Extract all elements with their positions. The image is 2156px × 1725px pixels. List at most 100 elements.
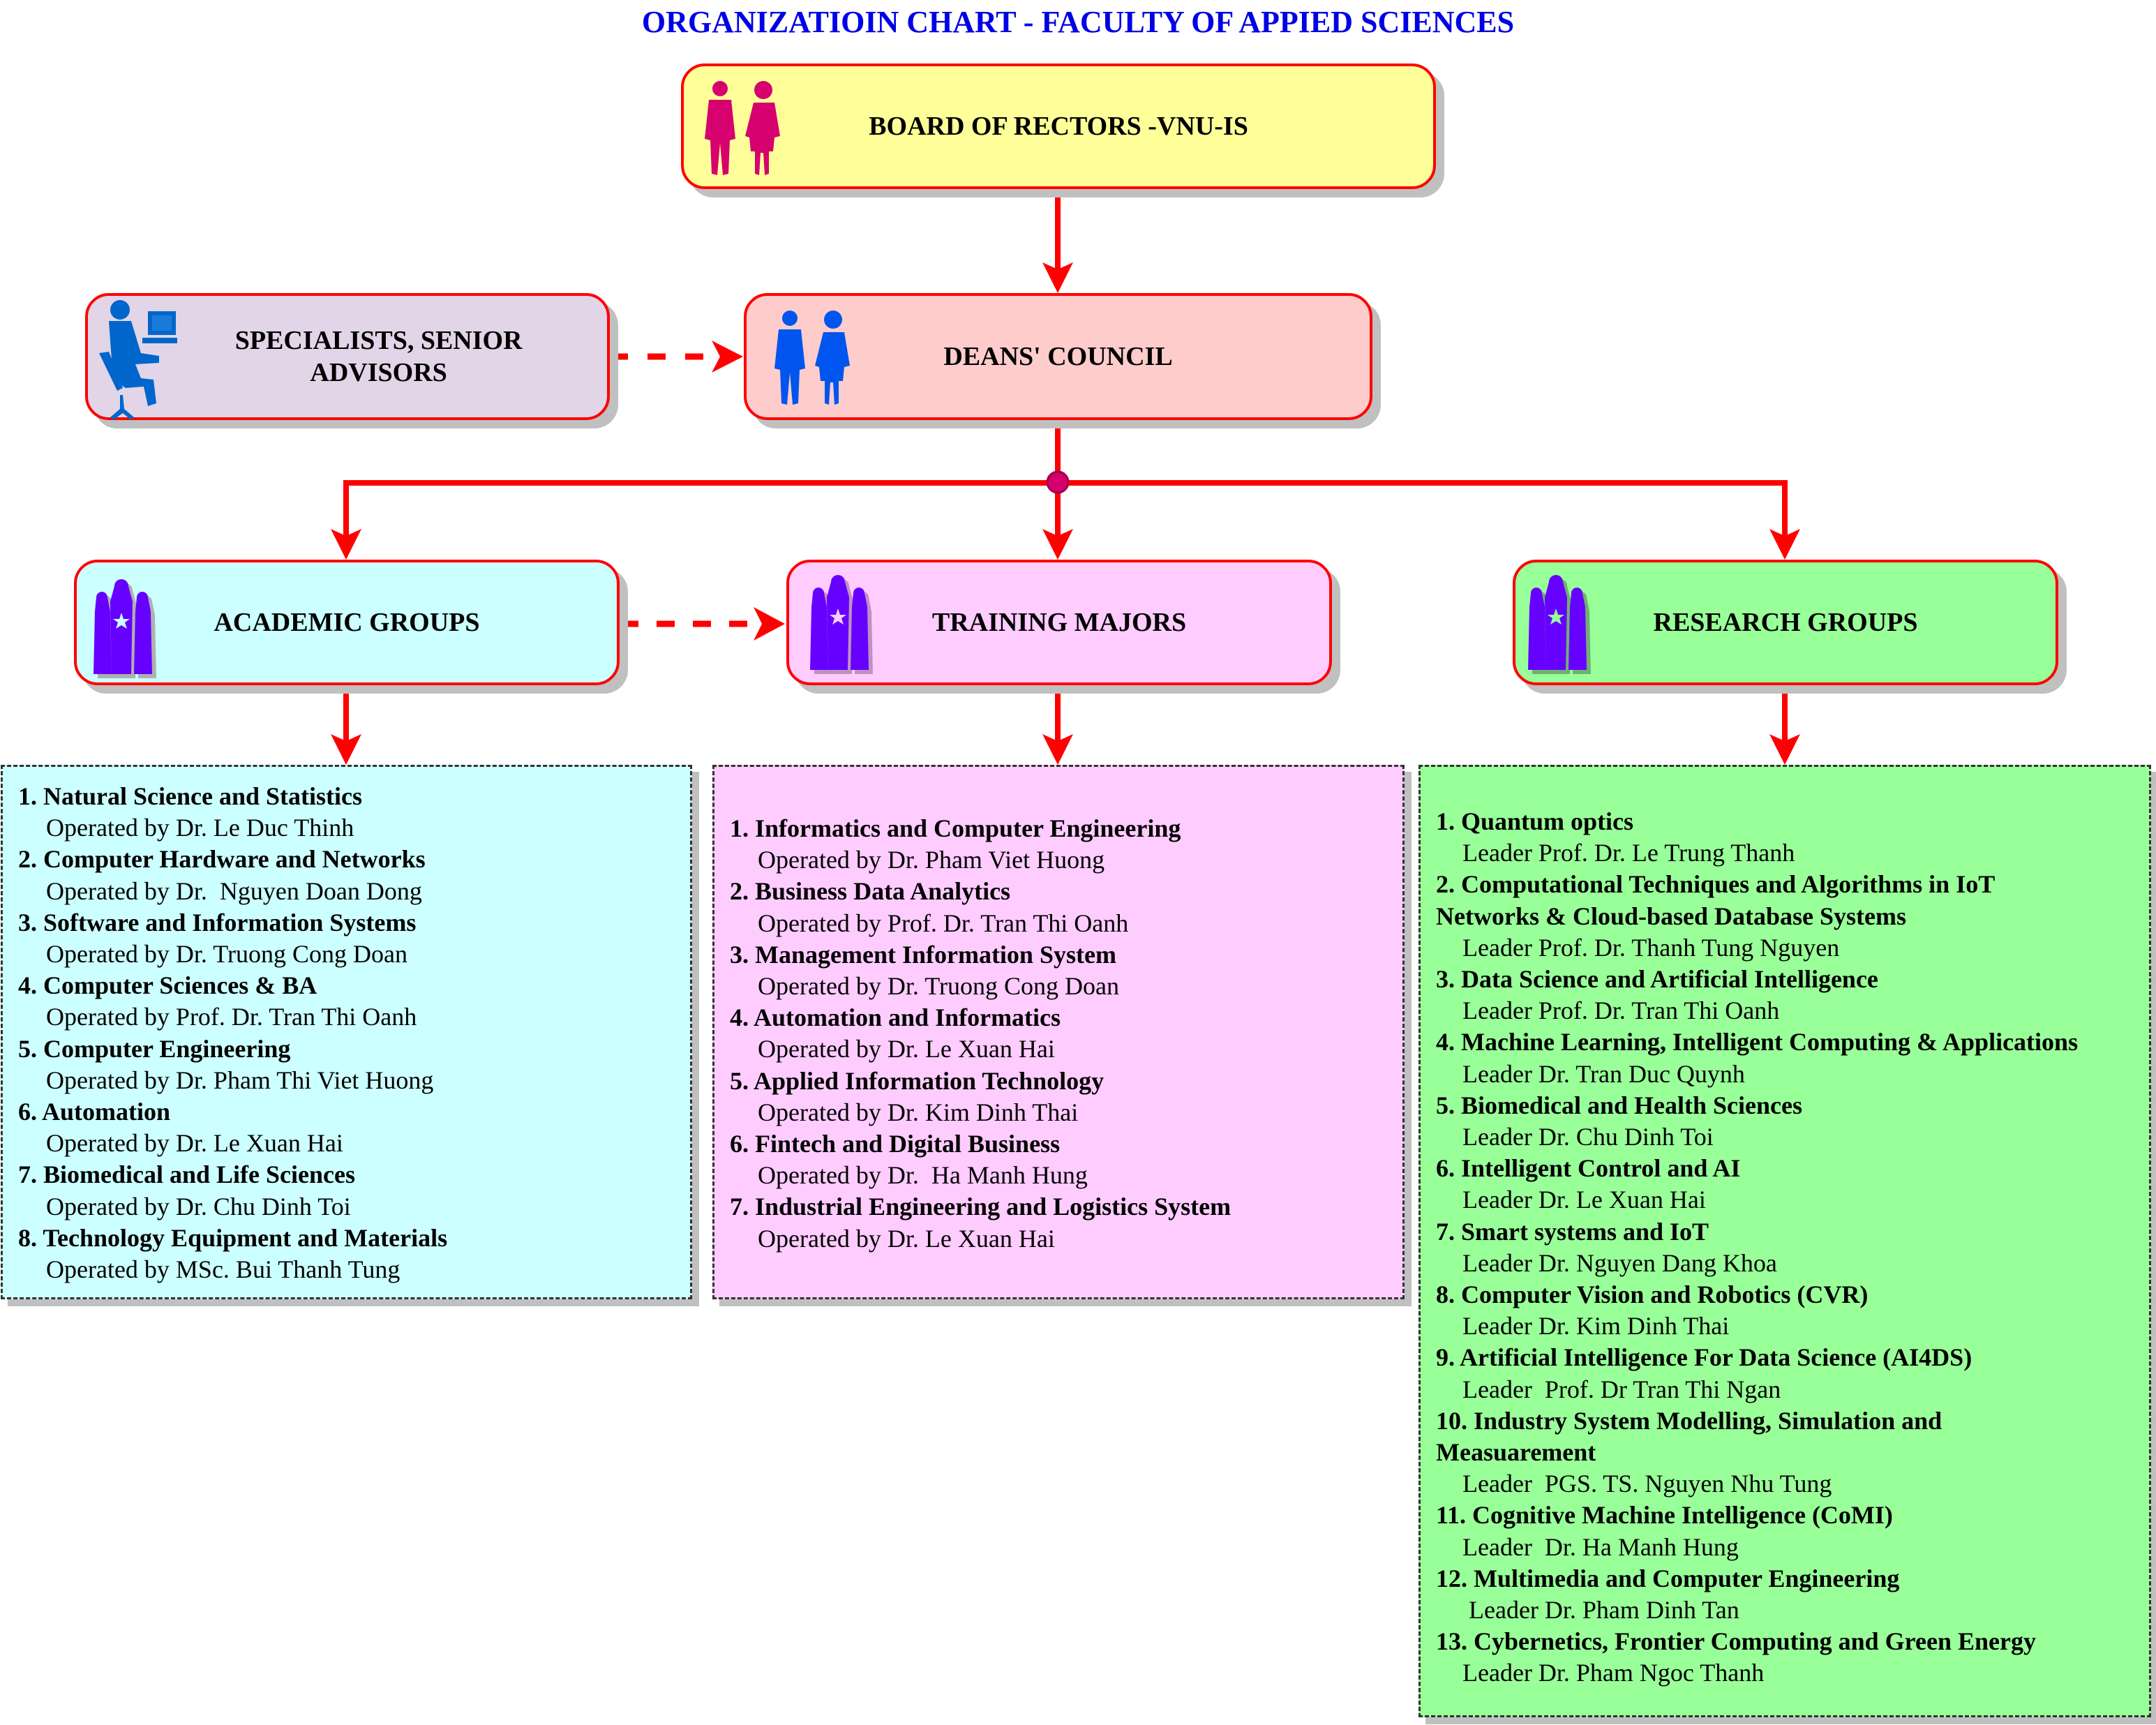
list-item-leader: Operated by Dr. Truong Cong Doan — [46, 940, 407, 969]
list-item-title: 9. Artificial Intelligence For Data Scie… — [1436, 1343, 1972, 1372]
list-item-title: 3. Data Science and Artificial Intellige… — [1436, 965, 1878, 994]
list-item: 6. Intelligent Control and AI Leader Dr. … — [1436, 1153, 2078, 1216]
list-item-leader: Operated by MSc. Bui Thanh Tung — [46, 1255, 400, 1284]
list-item-leader: Operated by Dr. Pham Viet Huong — [758, 846, 1105, 874]
executives-icon — [705, 81, 780, 175]
list-item: 2. Computational Techniques and Algorith… — [1436, 869, 2078, 964]
chart-title: ORGANIZATIOIN CHART - FACULTY OF APPIED … — [641, 5, 1515, 39]
list-item-leader: Leader Dr. Ha Manh Hung — [1462, 1532, 1739, 1561]
list-item-leader: Operated by Dr. Le Xuan Hai — [46, 1129, 343, 1158]
list-item-leader: Leader Dr. Nguyen Dang Khoa — [1462, 1248, 1777, 1277]
list-item: 7. Industrial Engineering and Logistics … — [730, 1191, 1231, 1254]
list-item-leader: Leader PGS. TS. Nguyen Nhu Tung — [1462, 1470, 1832, 1498]
arrowhead-training — [1042, 529, 1073, 560]
list-item-leader: Operated by Prof. Dr. Tran Thi Oanh — [46, 1003, 417, 1031]
arrowhead-deans — [1042, 262, 1073, 293]
list-item-title: 7. Smart systems and IoT — [1436, 1217, 1709, 1246]
node-label-line1: SPECIALISTS, SENIOR — [234, 326, 523, 355]
list-item-leader: Operated by Dr. Nguyen Doan Dong — [46, 876, 422, 905]
list-item-title: 13. Cybernetics, Frontier Computing and … — [1436, 1627, 2036, 1656]
arrowhead-academic-list — [331, 734, 361, 765]
node-research-groups[interactable]: RESEARCH GROUPS — [1513, 560, 2058, 685]
list-item-leader: Leader Dr. Tran Duc Quynh — [1462, 1059, 1745, 1088]
arrowhead-deans-dashed — [712, 341, 743, 373]
list-item-title: 4. Machine Learning, Intelligent Computi… — [1436, 1028, 2079, 1056]
list-item: 10. Industry System Modelling, Simulatio… — [1436, 1405, 2078, 1500]
node-label: ACADEMIC GROUPS — [214, 608, 480, 637]
list-item-title: 1. Quantum optics — [1436, 807, 1634, 835]
list-item: 11. Cognitive Machine Intelligence (CoMI… — [1436, 1500, 2078, 1562]
node-academic-groups[interactable]: ACADEMIC GROUPS — [74, 560, 620, 685]
list-item-leader: Operated by Dr. Pham Thi Viet Huong — [46, 1066, 434, 1094]
list-item-title: 6. Intelligent Control and AI — [1436, 1154, 1741, 1183]
list-item-leader: Operated by Dr. Le Xuan Hai — [758, 1035, 1055, 1063]
node-deans-council[interactable]: DEANS' COUNCIL — [744, 293, 1372, 420]
list-item-leader: Operated by Dr. Truong Cong Doan — [758, 972, 1119, 1001]
list-item-leader: Leader Dr. Kim Dinh Thai — [1462, 1312, 1730, 1341]
list-item-leader: Leader Prof. Dr. Le Trung Thanh — [1462, 839, 1795, 867]
list-item-title: 10. Industry System Modelling, Simulatio… — [1436, 1406, 1942, 1435]
list-item-leader: Leader Dr. Chu Dinh Toi — [1462, 1123, 1714, 1151]
junction-dot — [1046, 470, 1070, 494]
edge-bus — [343, 480, 1788, 541]
list-item-title: 2. Computer Hardware and Networks — [18, 845, 426, 874]
list-item: 13. Cybernetics, Frontier Computing and … — [1436, 1626, 2078, 1689]
node-board-of-rectors[interactable]: BOARD OF RECTORS -VNU-IS — [681, 64, 1436, 189]
executives-icon — [774, 311, 850, 405]
list-item-leader: Operated by Dr. Chu Dinh Toi — [46, 1192, 351, 1220]
arrowhead-research — [1769, 529, 1800, 560]
list-item-leader: Operated by Dr. Kim Dinh Thai — [758, 1098, 1079, 1126]
node-specialists-senior-advisors[interactable]: SPECIALISTS, SENIOR ADVISORS — [85, 293, 610, 420]
list-item-title: 7. Biomedical and Life Sciences — [18, 1160, 355, 1189]
node-label: DEANS' COUNCIL — [943, 342, 1173, 371]
node-training-majors[interactable]: TRAINING MAJORS — [786, 560, 1332, 685]
list-item-leader: Operated by Dr. Le Duc Thinh — [46, 814, 354, 842]
arrowhead-academic — [331, 529, 361, 560]
list-item-leader: Leader Dr. Le Xuan Hai — [1462, 1186, 1706, 1214]
list-item-title: 2. Business Data Analytics — [730, 877, 1011, 906]
list-item-title: 11. Cognitive Machine Intelligence (CoMI… — [1436, 1501, 1893, 1530]
node-label-line2: ADVISORS — [310, 358, 447, 387]
list-item: 8. Computer Vision and Robotics (CVR)Lea… — [1436, 1279, 2078, 1342]
team-icon — [1528, 575, 1591, 674]
list-item-title: 3. Software and Information Systems — [18, 908, 417, 936]
node-label: RESEARCH GROUPS — [1653, 608, 1918, 637]
list-item-title: 12. Multimedia and Computer Engineering — [1436, 1564, 1900, 1592]
list-item: 3. Data Science and Artificial Intellige… — [1436, 964, 2078, 1026]
list-item-title: 2. Computational Techniques and Algorith… — [1436, 870, 1996, 899]
person-at-computer-icon — [99, 300, 177, 420]
arrowhead-research-list — [1769, 734, 1800, 765]
list-item-title: 5. Computer Engineering — [18, 1034, 291, 1063]
list-item-title: 6. Automation — [18, 1098, 171, 1126]
list-item: 4. Machine Learning, Intelligent Computi… — [1436, 1026, 2078, 1089]
arrowhead-training-dashed — [754, 607, 785, 641]
list-item-leader: Leader Prof. Dr. Tran Thi Oanh — [1462, 996, 1780, 1025]
list-item-title: 5. Biomedical and Health Sciences — [1436, 1091, 1802, 1119]
list-item-title-continued: Networks & Cloud-based Database Systems — [1436, 902, 1907, 930]
list-item-title: 5. Applied Information Technology — [730, 1066, 1105, 1095]
list-item-title: 1. Natural Science and Statistics — [18, 782, 362, 810]
node-label: SPECIALISTS, SENIOR ADVISORS — [235, 324, 523, 389]
list-item-leader: Operated by Dr. Le Xuan Hai — [758, 1224, 1055, 1253]
